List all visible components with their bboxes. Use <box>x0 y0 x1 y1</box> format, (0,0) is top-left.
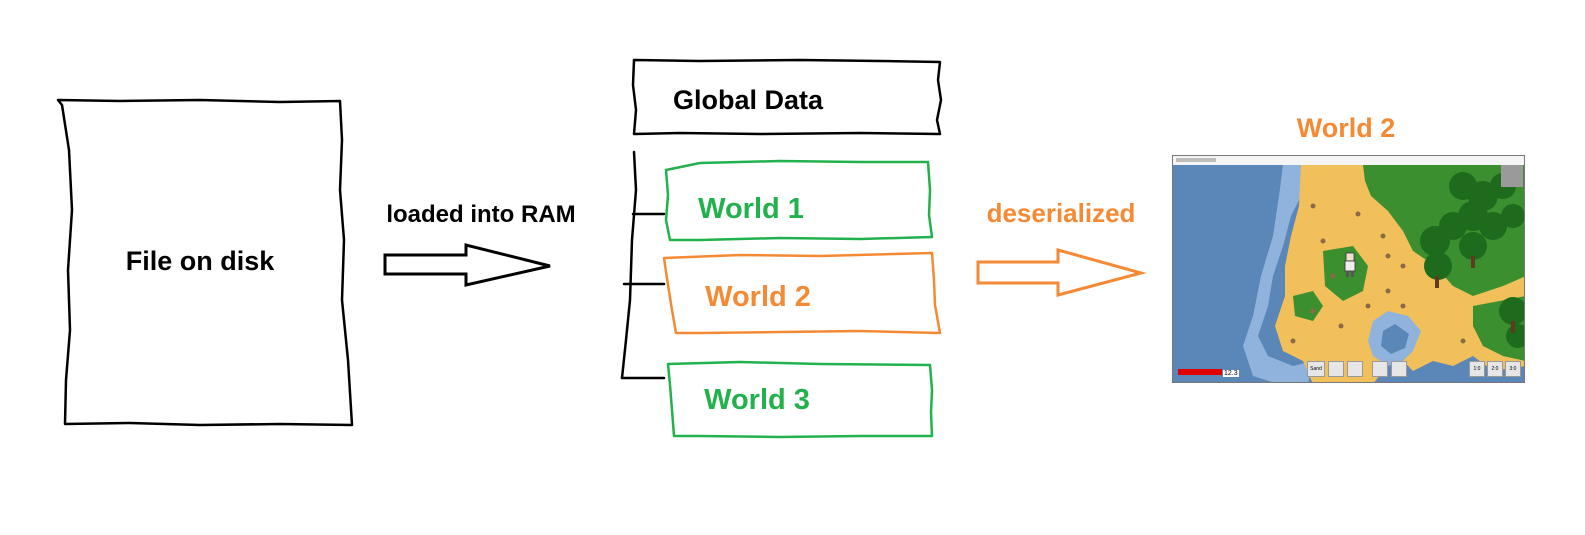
player-character <box>1344 252 1356 277</box>
rock-icon <box>1290 203 1466 344</box>
arrow-right-icon <box>383 243 551 287</box>
world-1-label: World 1 <box>698 193 804 225</box>
global-data-label: Global Data <box>673 85 824 115</box>
tree-icon <box>1420 172 1524 348</box>
hotbar: Sand <box>1307 361 1407 377</box>
window-title-bar <box>1176 158 1216 162</box>
file-on-disk-label: File on disk <box>126 246 276 276</box>
hotbar-slot[interactable] <box>1347 361 1363 377</box>
bracket-line <box>620 150 638 380</box>
world-2-label: World 2 <box>705 281 811 313</box>
hotbar-slot[interactable] <box>1372 361 1388 377</box>
hud-button[interactable]: 3:0 <box>1505 361 1521 377</box>
deserialized-label: deserialized <box>987 198 1136 228</box>
world-3-label: World 3 <box>704 384 810 416</box>
hotbar-slot[interactable] <box>1391 361 1407 377</box>
world-3-box: World 3 <box>666 360 934 439</box>
game-screenshot: 12.3 Sand 1:0 2:0 3:0 <box>1172 155 1525 383</box>
health-bar <box>1178 369 1222 375</box>
game-world-map <box>1173 156 1524 382</box>
file-on-disk-box: File on disk <box>56 98 354 427</box>
hotbar-slot[interactable]: Sand <box>1307 361 1325 377</box>
hotbar-slot[interactable] <box>1328 361 1344 377</box>
loaded-into-ram-label: loaded into RAM <box>386 201 575 228</box>
stone-block <box>1501 165 1523 187</box>
world-1-box: World 1 <box>664 159 934 242</box>
hud-buttons: 1:0 2:0 3:0 <box>1469 361 1521 377</box>
hud-button[interactable]: 2:0 <box>1487 361 1503 377</box>
arrow-right-orange-icon <box>976 248 1147 297</box>
world-2-box: World 2 <box>662 251 942 335</box>
health-value: 12.3 <box>1223 370 1239 377</box>
screenshot-title: World 2 <box>1297 113 1396 143</box>
global-data-box: Global Data <box>631 58 943 136</box>
hud-button[interactable]: 1:0 <box>1469 361 1485 377</box>
